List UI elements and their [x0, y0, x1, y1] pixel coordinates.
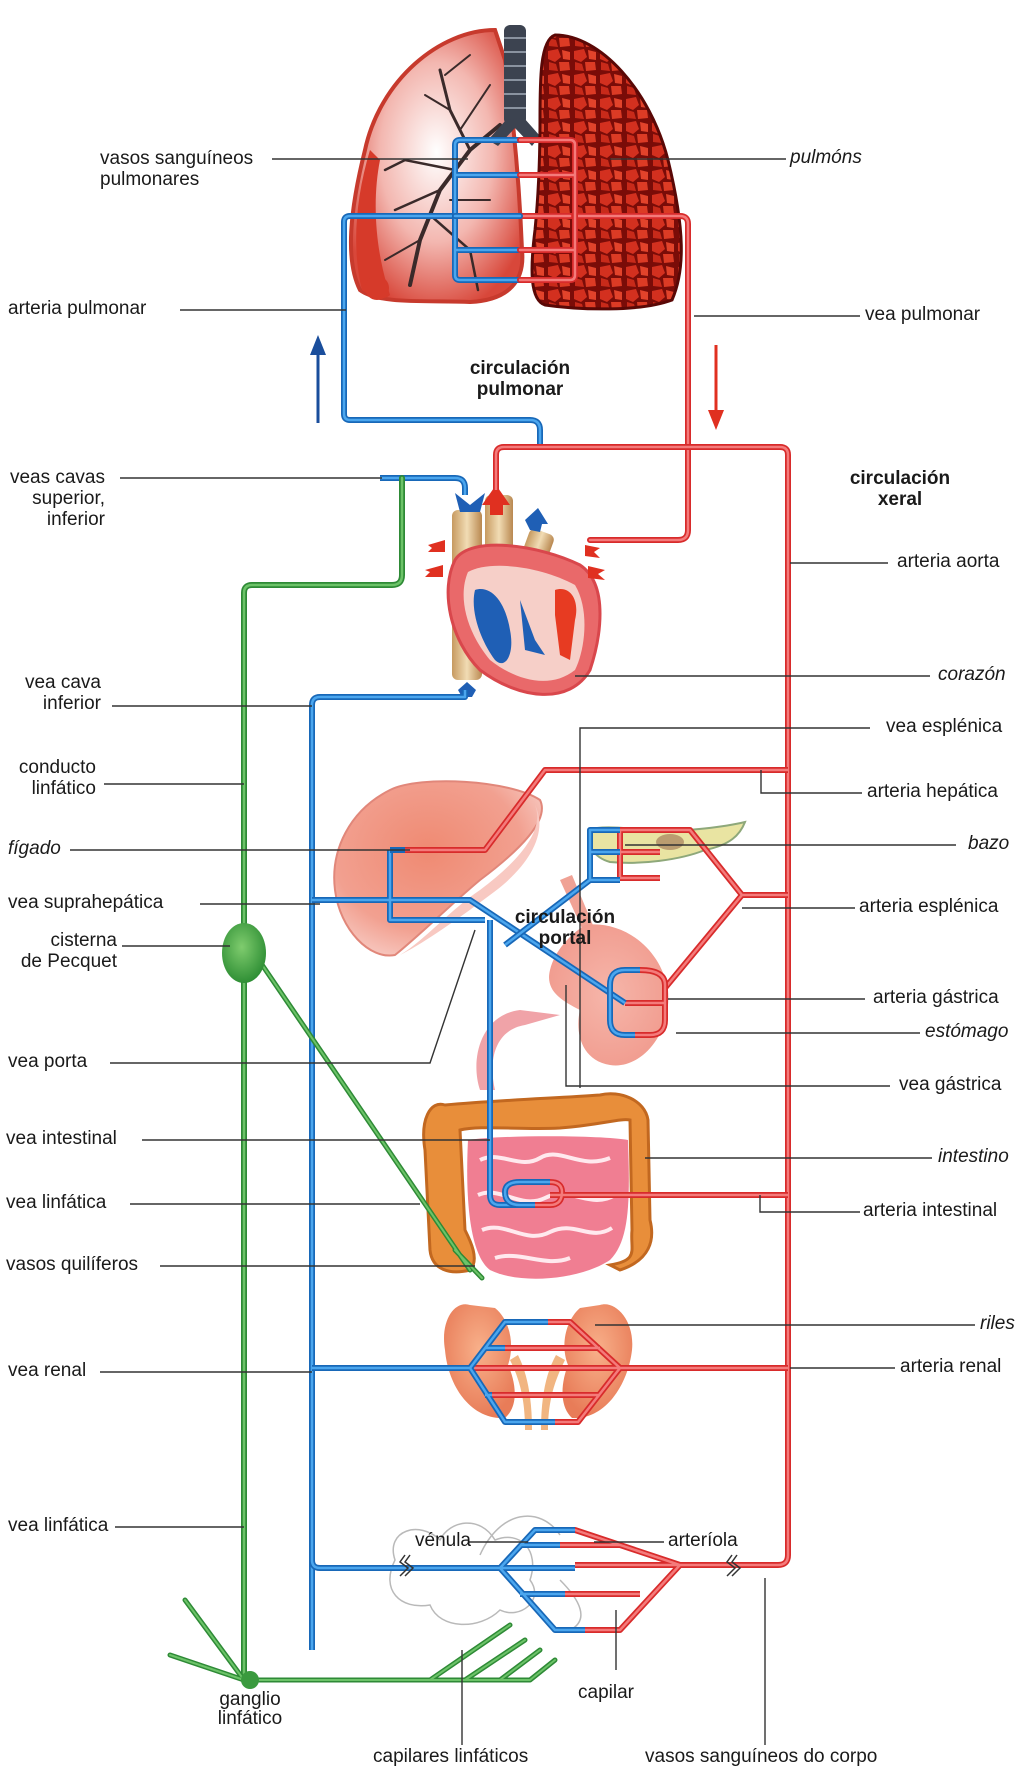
- pulmonary-vein: [567, 213, 691, 543]
- label-vea-suprahepatica: vea suprahepática: [8, 892, 164, 913]
- label-arteria-esplenica: arteria esplénica: [859, 896, 999, 917]
- label-vea-esplenica: vea esplénica: [886, 716, 1003, 737]
- label-vea-porta: vea porta: [8, 1051, 88, 1072]
- label-vea-linfatica-1: vea linfática: [6, 1192, 107, 1213]
- ureters: [510, 1355, 565, 1430]
- right-ventricle: [473, 589, 512, 664]
- label-corazon: corazón: [938, 664, 1006, 685]
- cisterna-pecquet-node: [222, 923, 266, 983]
- label-vea-cava-inferior: vea cava inferior: [24, 672, 101, 714]
- vena-cava-system: [309, 475, 640, 1650]
- label-vea-linfatica-2: vea linfática: [8, 1515, 109, 1536]
- break-marks: [398, 1554, 742, 1577]
- flow-arrow-up-icon: [310, 335, 326, 423]
- liver: [333, 780, 543, 957]
- label-arteria-gastrica: arteria gástrica: [873, 987, 999, 1008]
- label-venula: vénula: [415, 1530, 471, 1551]
- label-bazo: bazo: [968, 833, 1010, 854]
- small-intestine-folds: [477, 1152, 617, 1264]
- liver-illustration: [333, 780, 543, 957]
- label-estomago: estómago: [925, 1021, 1009, 1042]
- label-arteria-hepatica: arteria hepática: [867, 781, 998, 802]
- esophagus: [560, 875, 595, 935]
- thoracic-duct: [241, 475, 405, 1683]
- left-lung-edge: [356, 150, 390, 299]
- label-arteria-intestinal: arteria intestinal: [863, 1200, 998, 1221]
- label-vasos-sanguineos-pulmonares: vasos sanguíneos pulmonares: [100, 148, 254, 190]
- section-title-pulmonary: circulación pulmonar: [469, 358, 571, 400]
- ganglio-linfatico-node: [241, 1671, 259, 1689]
- pulmonary-artery: [341, 213, 543, 448]
- heart-arrow-vena-cava: [455, 493, 485, 512]
- duodenum: [476, 1010, 560, 1090]
- right-ventricle-arrow: [520, 600, 545, 655]
- section-title-systemic: circulación xeral: [849, 468, 951, 510]
- label-intestino: intestino: [938, 1146, 1009, 1167]
- label-vea-gastrica: vea gástrica: [899, 1074, 1002, 1095]
- leader-lines: [70, 158, 975, 1745]
- pulmonary-circuit: [341, 137, 691, 543]
- lungs-illustration: [348, 25, 683, 311]
- spleen-hilum: [656, 834, 684, 850]
- aorta: [405, 444, 791, 1633]
- label-vasos-sanguineos-corpo: vasos sanguíneos do corpo: [645, 1746, 878, 1767]
- label-arteriola: arteríola: [668, 1530, 738, 1551]
- label-riles: riles: [980, 1313, 1015, 1334]
- label-vea-intestinal: vea intestinal: [6, 1128, 117, 1149]
- label-figado: fígado: [8, 838, 61, 859]
- label-capilares-linfaticos: capilares linfáticos: [373, 1746, 529, 1767]
- label-veas-cavas: veas cavas superior, inferior: [9, 467, 105, 530]
- heart-arrow-pulmonary: [525, 508, 548, 532]
- label-pulmons: pulmóns: [790, 147, 862, 168]
- label-arteria-pulmonar: arteria pulmonar: [8, 298, 147, 319]
- lung-capillaries: [452, 137, 578, 283]
- heart-arrow-aorta: [482, 485, 510, 515]
- label-arteria-aorta: arteria aorta: [897, 551, 1000, 572]
- heart-illustration: [425, 485, 605, 697]
- section-title-portal: circulación portal: [514, 907, 616, 949]
- label-vasos-quiliferos: vasos quilíferos: [6, 1254, 139, 1275]
- lymphatic-system: [167, 475, 558, 1683]
- right-lung: [530, 33, 683, 311]
- large-intestine: [422, 1092, 654, 1274]
- label-cisterna-pecquet: cisterna de Pecquet: [20, 930, 117, 972]
- label-arteria-renal: arteria renal: [900, 1356, 1002, 1377]
- label-vea-pulmonar: vea pulmonar: [865, 304, 981, 325]
- left-ventricle: [555, 589, 577, 660]
- label-ganglio-linfatico: ganglio linfático: [217, 1689, 283, 1729]
- heart-side-arrows: [425, 540, 605, 580]
- lung-lobule: [365, 276, 389, 300]
- flow-arrow-down-icon: [708, 345, 724, 430]
- label-capilar: capilar: [578, 1682, 634, 1703]
- label-vea-renal: vea renal: [8, 1360, 87, 1381]
- label-conducto-linfatico: conducto linfático: [18, 757, 96, 799]
